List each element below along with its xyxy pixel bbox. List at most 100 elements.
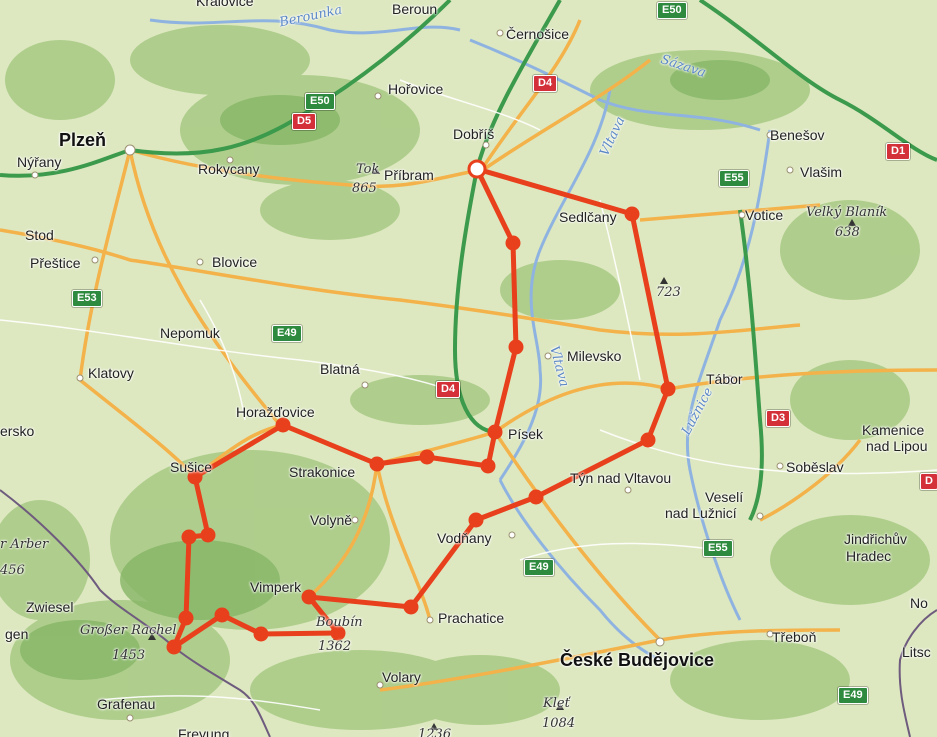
route-waypoint[interactable] [487, 424, 503, 440]
route-waypoint[interactable] [419, 449, 435, 465]
city-label-horazdovice: Horažďovice [236, 404, 315, 420]
route-waypoint[interactable] [508, 339, 524, 355]
city-label-tabor: Tábor [706, 371, 743, 387]
city-label-kralovice: Kralovice [196, 0, 254, 9]
city-label-blatna: Blatná [320, 361, 360, 377]
city-label-rokycany: Rokycany [198, 161, 260, 177]
peak-label-723: 723 [656, 285, 681, 300]
peak-height-boubin: 1362 [318, 639, 352, 654]
city-label-sobeslav: Soběslav [786, 459, 844, 475]
peak-label-grosser-rachel: Großer Rachel [80, 623, 177, 638]
city-label-susice: Sušice [170, 459, 213, 475]
route-waypoint[interactable] [214, 607, 230, 623]
city-label-dobris: Dobříš [453, 126, 495, 142]
route-waypoint[interactable] [178, 610, 194, 626]
road-shield-e49-east: E49 [838, 687, 868, 704]
city-label-litsc: Litsc [902, 644, 931, 660]
city-label-vlasim: Vlašim [800, 164, 843, 180]
city-label-veseli-2: nad Lužnicí [665, 505, 737, 521]
road-shield-e49-middle: E49 [524, 559, 554, 576]
city-label-veseli: Veselí [705, 489, 744, 505]
city-label-regen: gen [5, 626, 29, 642]
city-label-jindrichuv-2: Hradec [846, 548, 892, 564]
peak-label-klet: Kleť [543, 696, 570, 711]
peak-label-velky-blanik: Velký Blaník [806, 205, 888, 220]
road-shield-e55-south: E55 [703, 540, 733, 557]
peak-height-arber: 456 [0, 563, 25, 578]
road-shield-d-edge: D [920, 473, 937, 490]
route-waypoint[interactable] [253, 626, 269, 642]
road-shield-e50-east: E50 [657, 2, 687, 19]
route-waypoint[interactable] [301, 589, 317, 605]
city-label-kamenice-2: nad Lipou [866, 438, 928, 454]
city-label-blovice: Blovice [212, 254, 258, 270]
city-label-vimperk: Vimperk [250, 579, 302, 595]
state-border [0, 489, 271, 737]
route-waypoint[interactable] [468, 512, 484, 528]
route-waypoint[interactable] [505, 235, 521, 251]
road-shield-d1: D1 [886, 143, 911, 160]
city-label-zwiesel: Zwiesel [26, 599, 74, 615]
city-label-prachatice: Prachatice [438, 610, 505, 626]
city-label-kamenice: Kamenice [862, 422, 925, 438]
city-label-stod: Stod [25, 227, 54, 243]
route-waypoint[interactable] [330, 625, 346, 641]
road-shield-d5: D5 [292, 113, 317, 130]
peak-label-boubin: Boubín [316, 615, 363, 630]
route-waypoint[interactable] [200, 527, 216, 543]
city-label-srsko: ersko [0, 423, 35, 439]
route-waypoint[interactable] [467, 159, 487, 179]
route-waypoint[interactable] [275, 417, 291, 433]
city-label-plzen: Plzeň [59, 130, 107, 150]
peak-label-arber: r Arber [0, 537, 49, 552]
route-waypoints [166, 159, 676, 655]
peak-label-tok: Tok [356, 162, 380, 177]
city-label-jindrichuv: Jindřichův [844, 531, 908, 547]
road-shield-d3: D3 [766, 410, 791, 427]
route-waypoint[interactable] [480, 458, 496, 474]
road-shield-e53: E53 [72, 290, 102, 307]
peak-height-velky-blanik: 638 [835, 225, 860, 240]
city-label-cernosice: Černošice [506, 26, 570, 42]
city-label-trebon: Třeboň [772, 629, 817, 645]
peak-height-grosser-rachel: 1453 [112, 648, 146, 663]
road-shield-d4-north: D4 [533, 75, 558, 92]
road-shield-e49-west: E49 [272, 325, 302, 342]
city-label-beroun: Beroun [392, 1, 438, 17]
city-label-klatovy: Klatovy [88, 365, 134, 381]
city-label-ceske-budejovice: České Budějovice [560, 650, 715, 670]
peak-height-tok: 865 [352, 181, 377, 196]
city-label-pribram: Příbram [384, 167, 434, 183]
city-label-prestice: Přeštice [30, 255, 81, 271]
city-label-no: No [910, 595, 928, 611]
route-waypoint[interactable] [369, 456, 385, 472]
road-shield-d4-south: D4 [436, 381, 461, 398]
city-label-benesov: Benešov [770, 127, 825, 143]
route-waypoint[interactable] [181, 529, 197, 545]
route-waypoint[interactable] [528, 489, 544, 505]
city-label-volyne: Volyně [310, 512, 353, 528]
city-label-horovice: Hořovice [388, 81, 444, 97]
city-label-vodnany: Vodňany [437, 530, 492, 546]
city-label-tyn: Týn nad Vltavou [570, 470, 672, 486]
city-label-strakonice: Strakonice [289, 464, 356, 480]
route-waypoint[interactable] [640, 432, 656, 448]
city-label-nepomuk: Nepomuk [160, 325, 220, 341]
peak-height-klet: 1084 [542, 716, 576, 731]
route-waypoint[interactable] [187, 469, 203, 485]
road-shield-e55-north: E55 [719, 170, 749, 187]
city-label-sedlcany: Sedlčany [559, 209, 617, 225]
city-label-milevsko: Milevsko [567, 348, 622, 364]
city-label-pisek: Písek [508, 426, 544, 442]
city-label-grafenau: Grafenau [97, 696, 156, 712]
forest-areas [0, 25, 930, 730]
city-label-nyrany: Nýřany [17, 154, 62, 170]
city-label-freyung: Freyung [178, 726, 230, 737]
route-waypoint[interactable] [166, 639, 182, 655]
road-shield-e50-west: E50 [305, 93, 335, 110]
route-waypoint[interactable] [624, 206, 640, 222]
route-waypoint[interactable] [660, 381, 676, 397]
route-waypoint[interactable] [403, 599, 419, 615]
